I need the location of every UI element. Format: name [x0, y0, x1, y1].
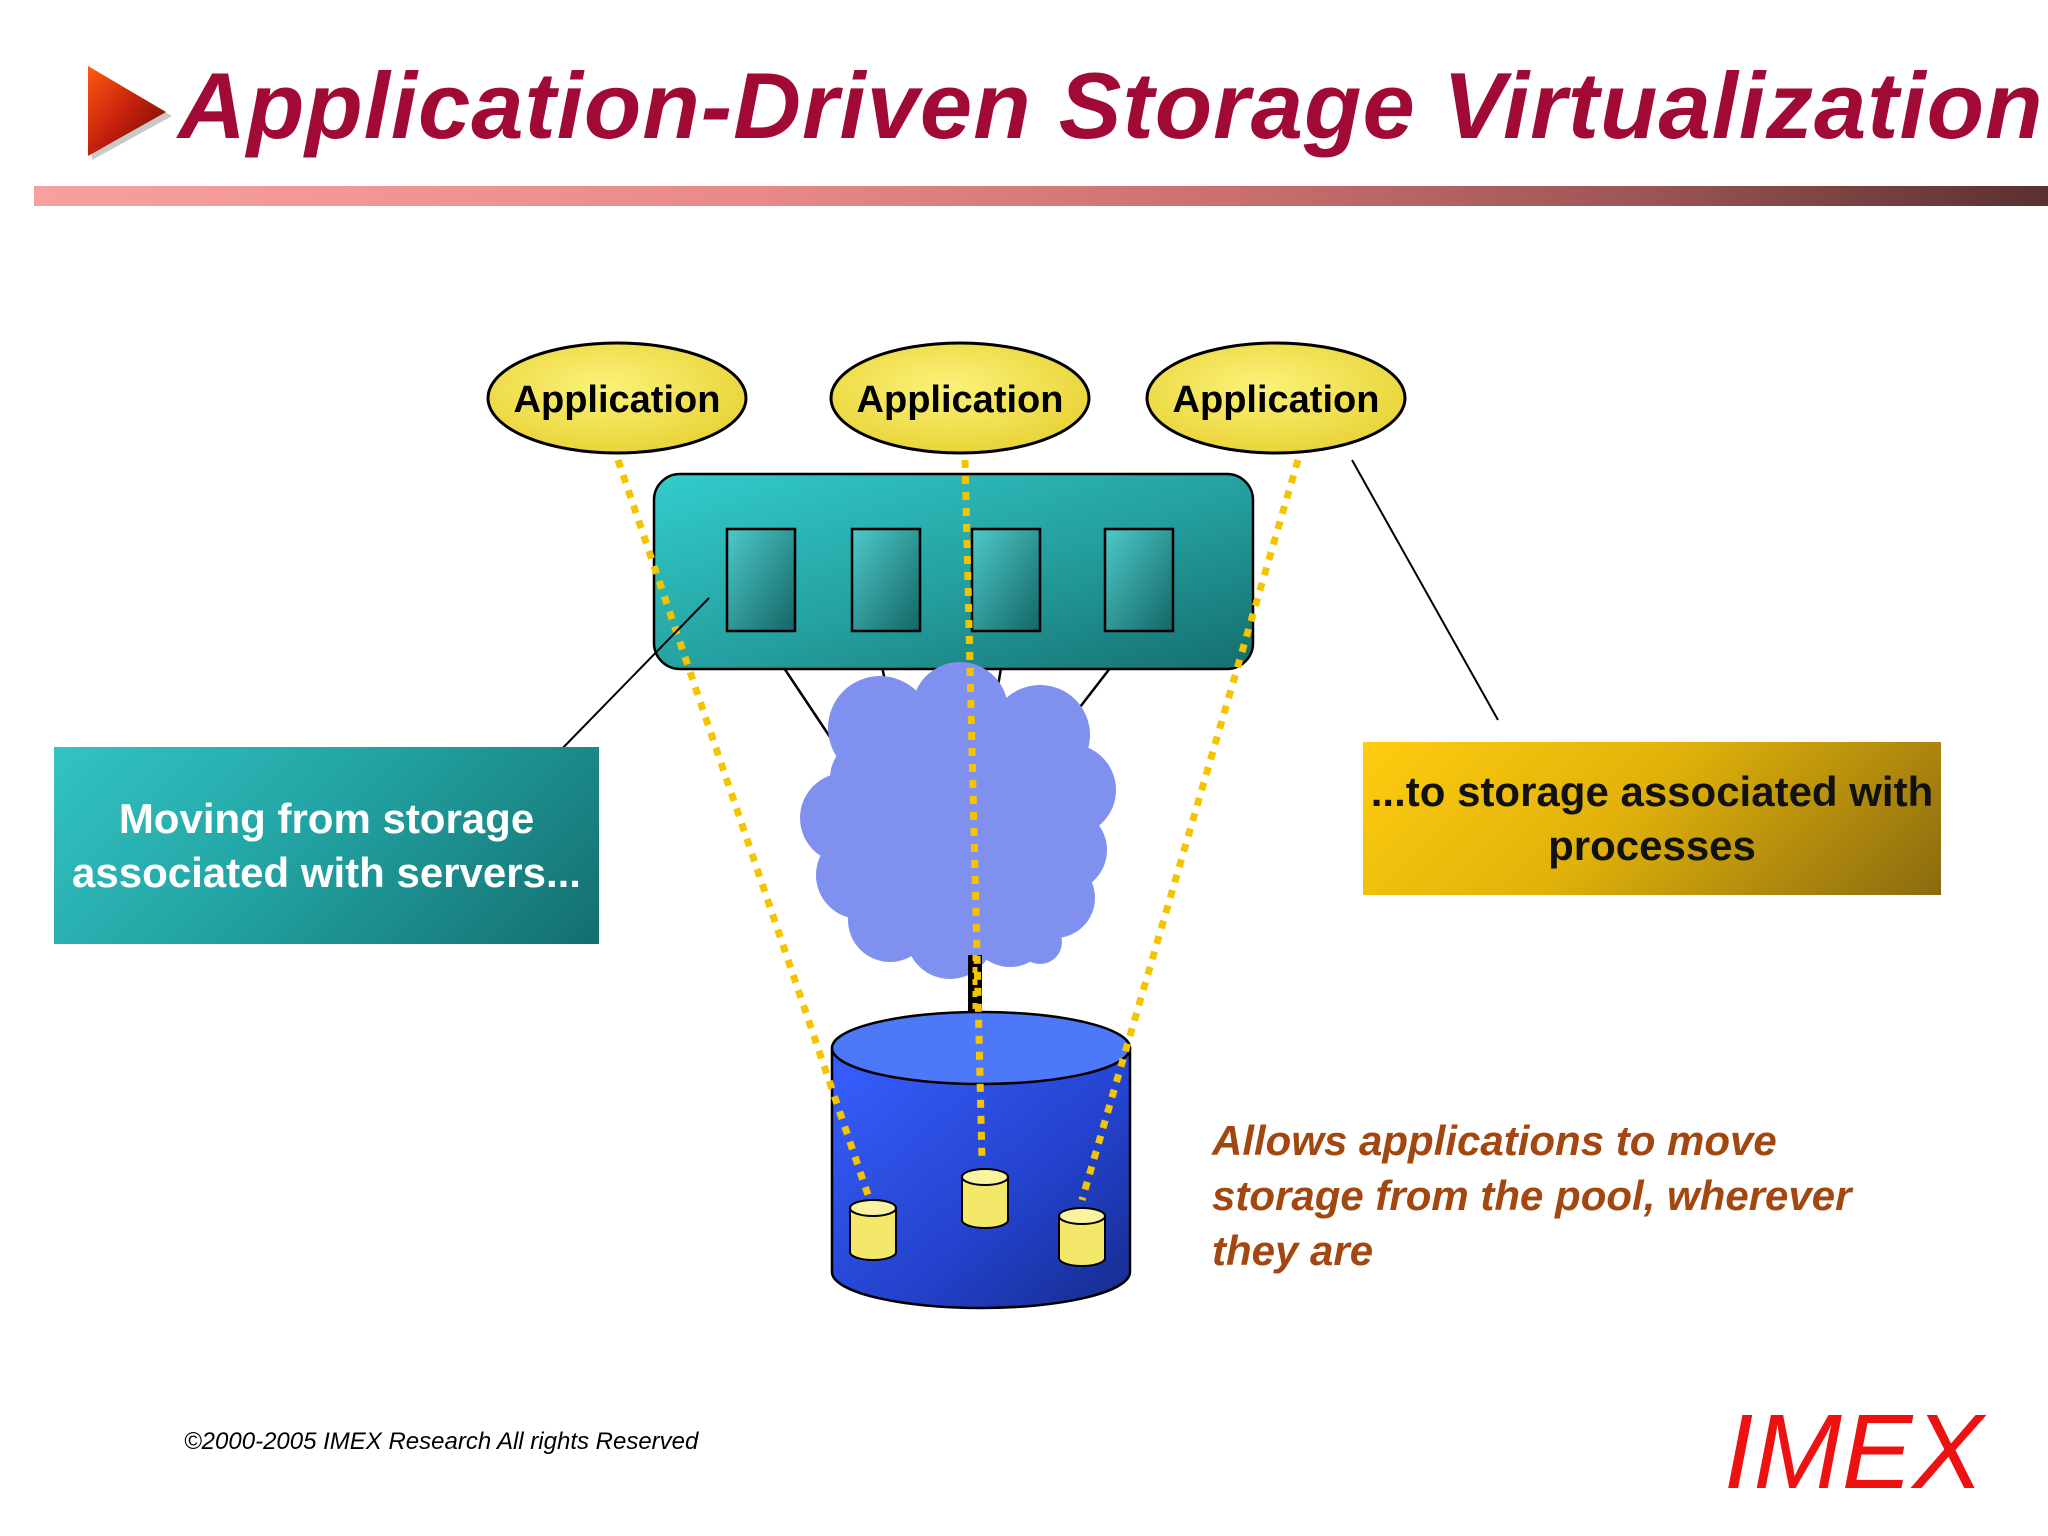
title-divider	[34, 186, 2048, 206]
server-blade-icon	[850, 527, 922, 633]
application-node: Application	[829, 341, 1091, 455]
copyright-notice: ©2000-2005 IMEX Research All rights Rese…	[184, 1428, 699, 1455]
server-blades	[725, 527, 1175, 633]
application-node: Application	[1145, 341, 1407, 455]
servers-callout: Moving from storage associated with serv…	[54, 747, 599, 944]
disk-icon	[1058, 1207, 1106, 1267]
server-blade-icon	[1103, 527, 1175, 633]
server-blade-icon	[970, 527, 1042, 633]
imex-logo: IMEX	[1724, 1393, 1984, 1511]
network-cloud-icon	[800, 662, 1116, 979]
processes-callout-text: ...to storage associated with processes	[1370, 767, 1934, 869]
disk-icon	[849, 1199, 897, 1261]
servers-callout-text: Moving from storage associated with serv…	[72, 794, 581, 896]
pool-note: Allows applications to move storage from…	[1212, 1117, 1852, 1274]
title-arrow-icon	[88, 66, 172, 160]
application-paths	[614, 458, 1302, 1201]
application-node: Application	[486, 341, 748, 455]
application-path	[1078, 459, 1302, 1201]
servers-leader-line	[552, 597, 710, 759]
application-path	[961, 459, 986, 1161]
processes-callout: ...to storage associated with processes	[1363, 742, 1941, 895]
application-label: Application	[514, 379, 721, 421]
application-label: Application	[1173, 379, 1380, 421]
slide-title: Application-Driven Storage Virtualizatio…	[178, 53, 2044, 158]
processes-leader-line	[1351, 459, 1499, 721]
disk-icon	[961, 1168, 1009, 1229]
server-blade-icon	[725, 527, 797, 633]
application-label: Application	[857, 379, 1064, 421]
pool-disks	[849, 1168, 1106, 1267]
application-path	[614, 458, 872, 1197]
callout-leaders	[552, 459, 1499, 759]
